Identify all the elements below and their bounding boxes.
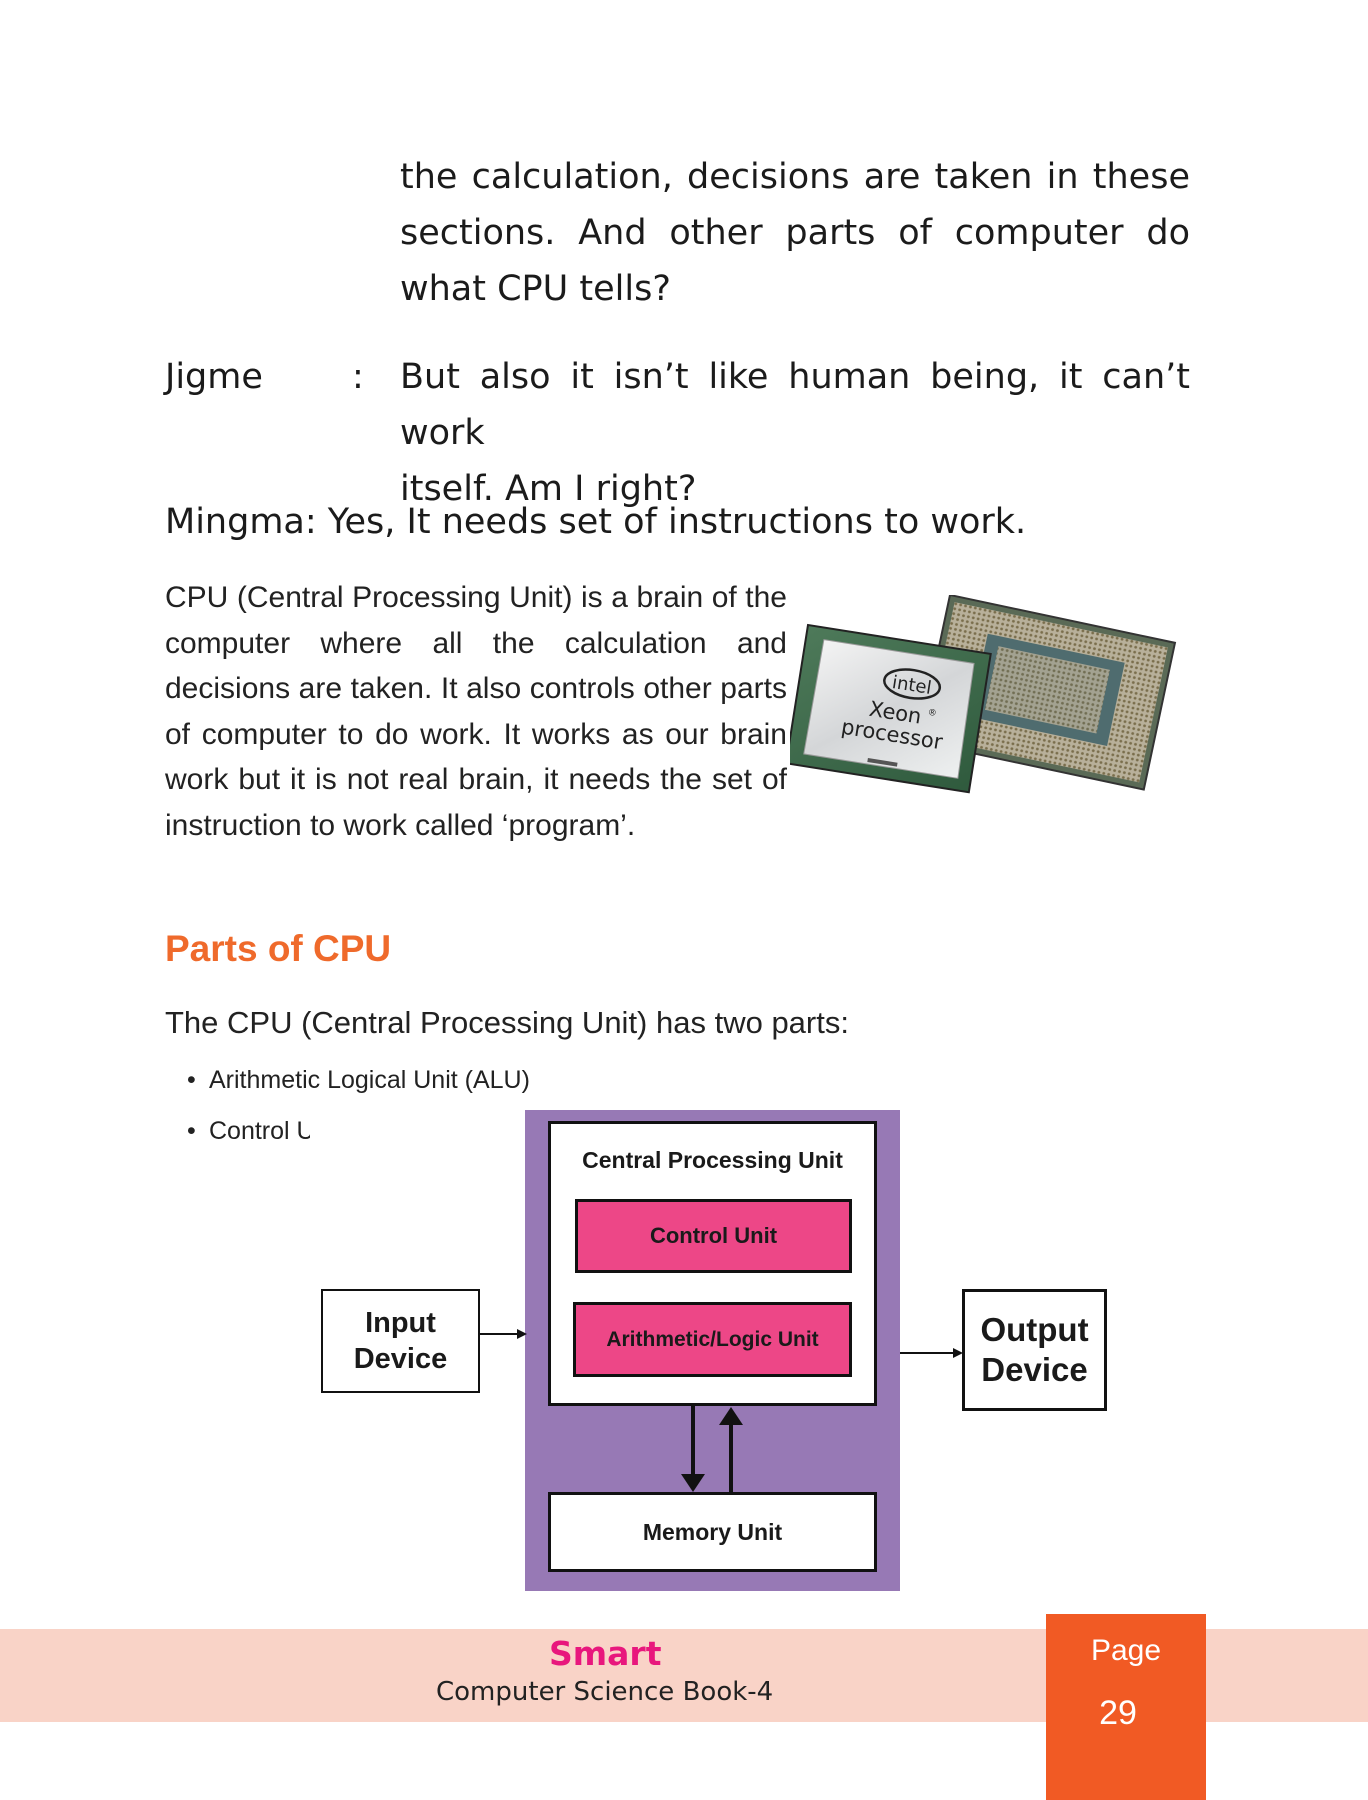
arrow-head (681, 1474, 705, 1492)
bullet-item: • Control U (187, 1117, 310, 1146)
bullet-item: • Arithmetic Logical Unit (ALU) (187, 1066, 530, 1095)
cpu-description: CPU (Central Processing Unit) is a brain… (165, 581, 787, 842)
arrow-head (953, 1348, 963, 1358)
dialogue-line: But also it isn’t like human being, it c… (400, 357, 1190, 453)
cpu-box: Central Processing Unit (548, 1121, 877, 1406)
page-number: 29 (1099, 1694, 1137, 1732)
footer-brand: Smart (549, 1634, 662, 1673)
bullet-text: Arithmetic Logical Unit (ALU) (209, 1066, 530, 1094)
jigme-dialogue: But also it isn’t like human being, it c… (400, 349, 1190, 517)
section-intro: The CPU (Central Processing Unit) has tw… (165, 1005, 849, 1040)
output-device-label-line1: Output (980, 1311, 1089, 1348)
page-label: Page (1090, 1634, 1162, 1667)
dialogue-line: the calculation, decisions are taken in … (400, 157, 1190, 197)
output-device-box: Output Device (962, 1289, 1107, 1411)
cpu-chip-image: intel Xeon ® processor (790, 595, 1177, 794)
speaker-colon: : (352, 357, 364, 397)
control-unit-box: Control Unit (575, 1199, 852, 1273)
cpu-title: Central Processing Unit (582, 1147, 843, 1173)
dialogue-line: itself. Am I right? (400, 469, 697, 509)
cpu-region (525, 1110, 900, 1591)
alu-box: Arithmetic/Logic Unit (573, 1302, 852, 1377)
dialogue-line: sections. And other parts of computer do (400, 213, 1190, 253)
section-heading: Parts of CPU (165, 928, 392, 969)
dialogue-line: what CPU tells? (400, 269, 671, 309)
bullet-dot: • (187, 1117, 196, 1145)
dialogue-continuation: the calculation, decisions are taken in … (400, 149, 1190, 317)
memory-unit-box: Memory Unit (548, 1492, 877, 1572)
input-device-box: Input Device (321, 1289, 480, 1393)
control-unit-label: Control Unit (649, 1223, 778, 1248)
arrow-head (719, 1407, 743, 1425)
speaker-jigme: Jigme (165, 357, 263, 397)
output-device-label-line2: Device (981, 1351, 1088, 1388)
alu-label: Arithmetic/Logic Unit (606, 1327, 819, 1351)
footer-subtitle: Computer Science Book-4 (436, 1677, 774, 1707)
memory-unit-label: Memory Unit (642, 1518, 783, 1545)
mingma-dialogue: Mingma: Yes, It needs set of instruction… (165, 502, 1027, 542)
chip-reg-mark: ® (927, 708, 937, 719)
page-tab: Page 29 (1046, 1614, 1206, 1800)
input-device-label-line2: Device (353, 1343, 448, 1375)
input-device-label-line1: Input (365, 1307, 436, 1339)
bullet-text: Control U (209, 1117, 310, 1145)
bullet-dot: • (187, 1066, 196, 1094)
arrow-head (517, 1329, 527, 1339)
